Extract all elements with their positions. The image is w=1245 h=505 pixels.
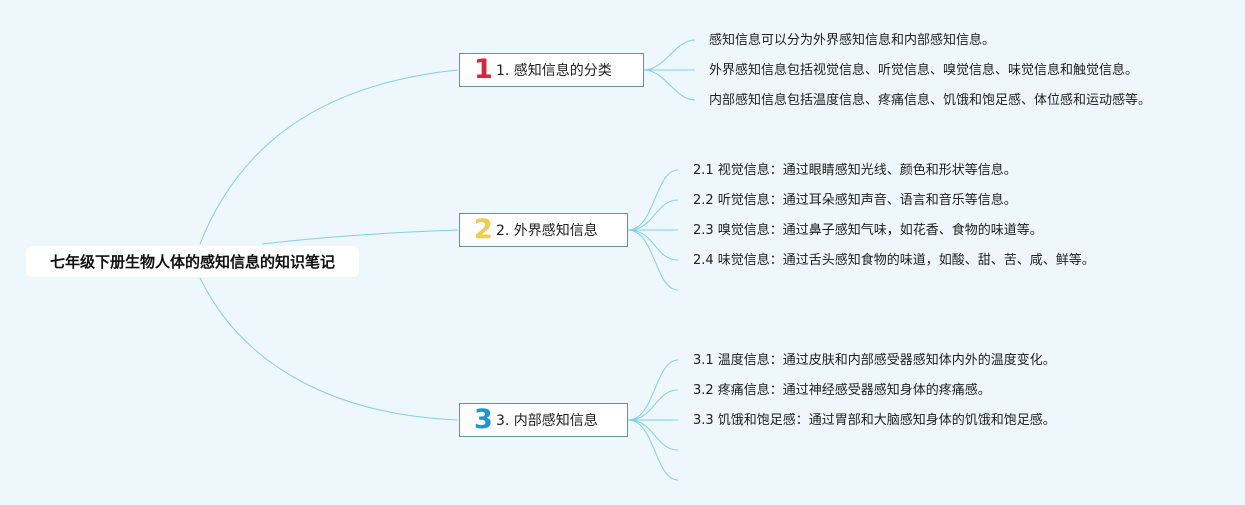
leaf-node[interactable]: 2.3 嗅觉信息：通过鼻子感知气味，如花香、食物的味道等。 bbox=[693, 223, 1043, 238]
connector-topic-3-leaf-5 bbox=[627, 419, 679, 481]
root-label: 七年级下册生物人体的感知信息的知识笔记 bbox=[49, 253, 335, 271]
topic-node-1[interactable]: 1 1. 感知信息的分类 bbox=[459, 53, 644, 87]
leaf-node[interactable]: 内部感知信息包括温度信息、疼痛信息、饥饿和饱足感、体位感和运动感等。 bbox=[709, 93, 1152, 108]
connector-topic-2-leaf-1 bbox=[627, 169, 679, 231]
leaf-node[interactable]: 外界感知信息包括视觉信息、听觉信息、嗅觉信息、味觉信息和触觉信息。 bbox=[709, 63, 1139, 78]
topic-label: 3. 内部感知信息 bbox=[496, 413, 598, 429]
leaf-node[interactable]: 感知信息可以分为外界感知信息和内部感知信息。 bbox=[709, 33, 996, 48]
number-one-icon: 1 bbox=[474, 54, 493, 85]
connector-topic-3-leaf-4 bbox=[627, 419, 679, 451]
connector-topic-1-leaf-3 bbox=[643, 69, 696, 101]
connector-root-topic-1 bbox=[199, 69, 459, 245]
leaf-node[interactable]: 3.2 疼痛信息：通过神经感受器感知身体的疼痛感。 bbox=[693, 383, 991, 398]
connector-topic-3-leaf-2 bbox=[627, 389, 679, 421]
leaf-node[interactable]: 2.2 听觉信息：通过耳朵感知声音、语言和音乐等信息。 bbox=[693, 193, 1017, 208]
leaf-node[interactable]: 3.1 温度信息：通过皮肤和内部感受器感知体内外的温度变化。 bbox=[693, 353, 1056, 368]
connector-topic-3-leaf-1 bbox=[627, 359, 679, 421]
leaf-node[interactable]: 3.3 饥饿和饱足感：通过胃部和大脑感知身体的饥饿和饱足感。 bbox=[693, 413, 1056, 428]
leaf-node[interactable]: 2.4 味觉信息：通过舌头感知食物的味道，如酸、甜、苦、咸、鲜等。 bbox=[693, 253, 1095, 268]
number-three-icon: 3 bbox=[474, 404, 493, 435]
number-two-icon: 2 bbox=[474, 214, 493, 245]
connector-root-topic-2 bbox=[261, 229, 459, 245]
topic-label: 2. 外界感知信息 bbox=[496, 223, 598, 239]
topic-label: 1. 感知信息的分类 bbox=[496, 63, 612, 79]
connector-topic-2-leaf-5 bbox=[627, 229, 679, 291]
connector-root-topic-3 bbox=[199, 277, 459, 421]
topic-node-2[interactable]: 2 2. 外界感知信息 bbox=[459, 213, 628, 247]
connector-topic-1-leaf-1 bbox=[643, 39, 696, 71]
connector-topic-2-leaf-2 bbox=[627, 199, 679, 231]
leaf-node[interactable]: 2.1 视觉信息：通过眼睛感知光线、颜色和形状等信息。 bbox=[693, 163, 1017, 178]
topic-node-3[interactable]: 3 3. 内部感知信息 bbox=[459, 403, 628, 437]
root-node[interactable]: 七年级下册生物人体的感知信息的知识笔记 bbox=[26, 246, 359, 277]
connector-topic-2-leaf-4 bbox=[627, 229, 679, 261]
